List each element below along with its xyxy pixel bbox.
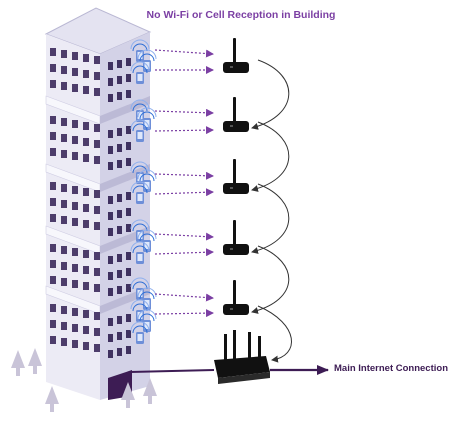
tree-icon [45, 386, 59, 412]
antenna-repeater-icon [223, 280, 249, 315]
antenna-repeater-icon [223, 38, 249, 73]
signal-arrows [154, 49, 214, 318]
main-connection-arrow [129, 365, 329, 375]
tree-icon [28, 348, 42, 374]
antenna-repeater-icon [223, 97, 249, 132]
link-arrows [251, 59, 293, 363]
main-router-icon [214, 330, 270, 384]
main-connection-label: Main Internet Connection [334, 363, 448, 374]
building [44, 7, 152, 400]
antenna-repeater-icon [223, 159, 249, 194]
diagram-title: No Wi-Fi or Cell Reception in Building [146, 9, 336, 21]
antenna-repeater-icon [223, 220, 249, 255]
tree-icon [11, 350, 25, 376]
